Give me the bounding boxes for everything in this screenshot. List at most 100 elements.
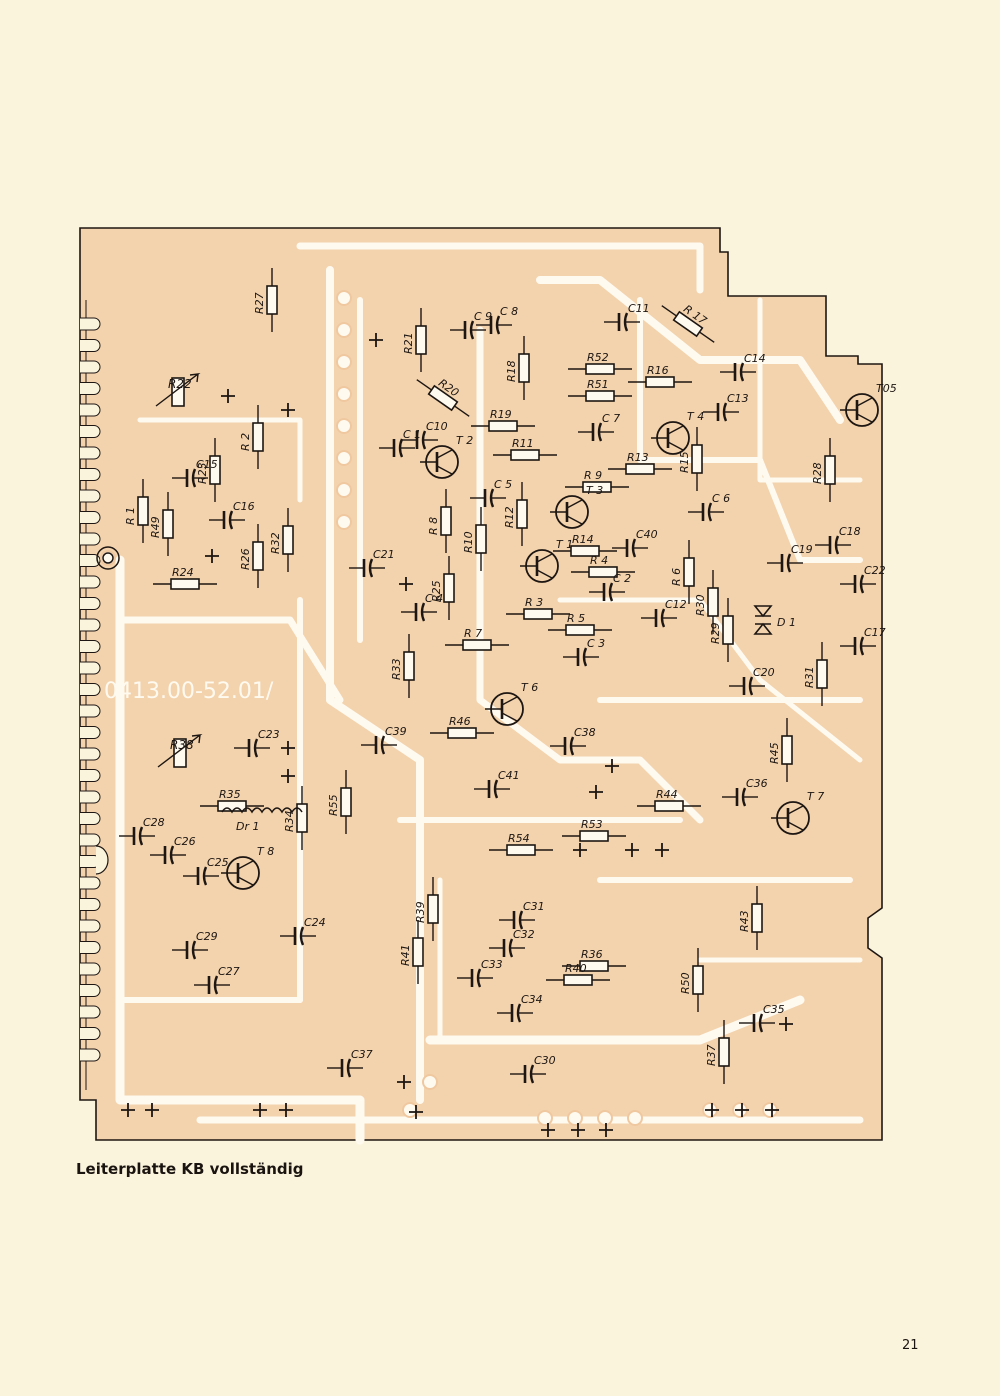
component-label: C30 xyxy=(534,1054,556,1067)
capacitor-plate xyxy=(299,926,305,946)
transistor-emitter xyxy=(787,821,804,831)
resistor-body xyxy=(718,1037,730,1067)
component-label: R 9 xyxy=(584,469,602,482)
diode-upper xyxy=(753,605,773,618)
transistor-emitter xyxy=(667,441,684,451)
figure-caption: Leiterplatte KB vollständig xyxy=(76,1160,304,1178)
capacitor: C36 xyxy=(722,777,768,807)
transistor: T 1 xyxy=(520,538,573,583)
component-label: C16 xyxy=(233,500,255,513)
capacitor: C33 xyxy=(457,958,503,988)
plus-mark xyxy=(541,1123,555,1137)
component-label: R37 xyxy=(705,1044,718,1066)
resistor-body xyxy=(440,506,452,536)
edge-finger xyxy=(80,1048,101,1062)
component-label: R 2 xyxy=(239,433,252,451)
component-label: R39 xyxy=(414,901,427,923)
component-label: R13 xyxy=(627,451,649,464)
component-label: C 2 xyxy=(613,572,631,585)
component-label: C19 xyxy=(791,543,813,556)
component-label: T 1 xyxy=(556,538,573,551)
plus-mark xyxy=(397,1075,411,1089)
capacitor-plate xyxy=(597,422,603,442)
diode-lower xyxy=(753,622,773,635)
edge-finger xyxy=(80,339,101,352)
transistor: T 8 xyxy=(221,845,274,890)
capacitor: C41 xyxy=(474,769,520,799)
capacitor-plate xyxy=(213,975,219,995)
plus-mark xyxy=(655,843,669,857)
solder-pad xyxy=(336,450,352,466)
transistor-collector xyxy=(237,860,254,870)
resistor: R22 xyxy=(155,372,201,407)
resistor: R 8 xyxy=(427,489,452,553)
edge-connector-fingers xyxy=(80,317,109,1062)
component-label: R15 xyxy=(678,451,691,473)
component-label: R 3 xyxy=(525,596,543,609)
component-label: C33 xyxy=(481,958,503,971)
capacitor: C 9 xyxy=(450,310,492,340)
component-label: R 8 xyxy=(427,517,440,535)
component-label: C12 xyxy=(665,598,687,611)
capacitor-plate xyxy=(631,538,637,558)
component-label: C28 xyxy=(143,816,165,829)
capacitor-plate xyxy=(741,787,747,807)
capacitor: C20 xyxy=(729,666,775,696)
resistor-body xyxy=(252,422,264,452)
edge-finger xyxy=(80,833,101,847)
transistor: T 4 xyxy=(651,410,704,455)
resistor: R10 xyxy=(462,507,487,571)
edge-finger xyxy=(80,1005,101,1019)
component-label: R41 xyxy=(399,944,412,966)
capacitor-plate xyxy=(398,438,404,458)
polarity-marks xyxy=(121,333,793,1137)
resistor-body xyxy=(209,455,221,485)
capacitor-plate xyxy=(516,1003,522,1023)
component-label: C38 xyxy=(574,726,596,739)
plus-mark xyxy=(589,785,603,799)
capacitor: C35 xyxy=(739,1003,785,1033)
edge-notch xyxy=(95,845,109,875)
component-label: C26 xyxy=(174,835,196,848)
capacitor-plate xyxy=(495,315,501,335)
component-label: R18 xyxy=(505,360,518,382)
capacitor: C14 xyxy=(720,352,766,382)
capacitor-plate xyxy=(476,968,482,988)
capacitor: C19 xyxy=(767,543,813,573)
component-label: R36 xyxy=(581,948,603,961)
component-label: R19 xyxy=(490,408,512,421)
component-label: R40 xyxy=(565,962,587,975)
capacitor: C27 xyxy=(194,965,240,995)
plus-mark xyxy=(571,1123,585,1137)
capacitor-plate xyxy=(582,647,588,667)
resistor: R24 xyxy=(153,566,217,590)
component-label: C37 xyxy=(351,1048,373,1061)
transistor-emitter xyxy=(501,712,518,722)
capacitor-plate xyxy=(529,1064,535,1084)
resistor: R 5 xyxy=(548,612,612,636)
resistor-body xyxy=(654,800,684,812)
edge-finger xyxy=(80,790,101,804)
component-label: R22 xyxy=(168,377,192,391)
component-label: R12 xyxy=(503,506,516,528)
pcb-trace xyxy=(296,242,704,294)
capacitor-plate xyxy=(191,468,197,488)
resistor: R51 xyxy=(568,378,632,402)
pcb-trace xyxy=(536,276,844,424)
capacitor: C23 xyxy=(234,728,280,758)
resistor-body xyxy=(751,903,763,933)
resistor: R 2 xyxy=(239,405,264,469)
resistor-body xyxy=(412,937,424,967)
capacitor-plate xyxy=(569,736,575,756)
resistor: R40 xyxy=(546,962,610,986)
capacitor: C 4 xyxy=(401,592,443,622)
capacitor-plate xyxy=(859,636,865,656)
capacitor: C 5 xyxy=(470,478,512,508)
solder-pad xyxy=(336,290,352,306)
inductor: Dr 1 xyxy=(221,807,303,833)
component-label: C10 xyxy=(426,420,448,433)
resistor-body xyxy=(137,496,149,526)
transistor-collector xyxy=(787,805,804,815)
solder-pad xyxy=(402,1102,418,1118)
